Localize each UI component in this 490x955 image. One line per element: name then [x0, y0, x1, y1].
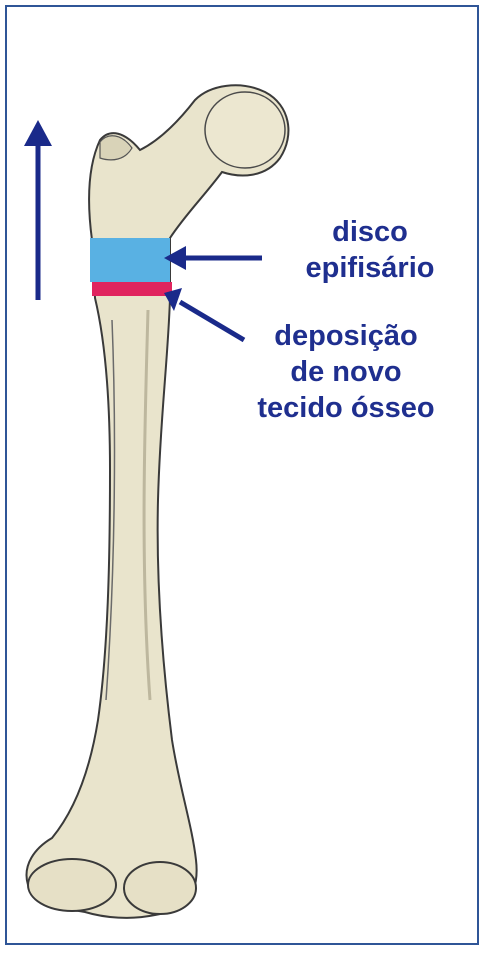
- epiphyseal-disc-band: [90, 238, 170, 282]
- medial-condyle: [124, 862, 196, 914]
- epiphyseal-disc-label-line: epifisário: [275, 250, 465, 286]
- new-bone-deposition-label: deposição de novo tecido ósseo: [230, 318, 462, 426]
- new-bone-deposition-label-line: de novo: [230, 354, 462, 390]
- new-bone-band: [92, 282, 172, 296]
- new-bone-deposition-label-line: tecido ósseo: [230, 390, 462, 426]
- new-bone-deposition-label-line: deposição: [230, 318, 462, 354]
- femur-bone: [27, 85, 289, 918]
- lateral-condyle: [28, 859, 116, 911]
- epiphyseal-disc-label-line: disco: [275, 214, 465, 250]
- growth-arrowhead-icon: [24, 120, 52, 146]
- epiphyseal-disc-label: disco epifisário: [275, 214, 465, 286]
- femoral-head: [205, 92, 285, 168]
